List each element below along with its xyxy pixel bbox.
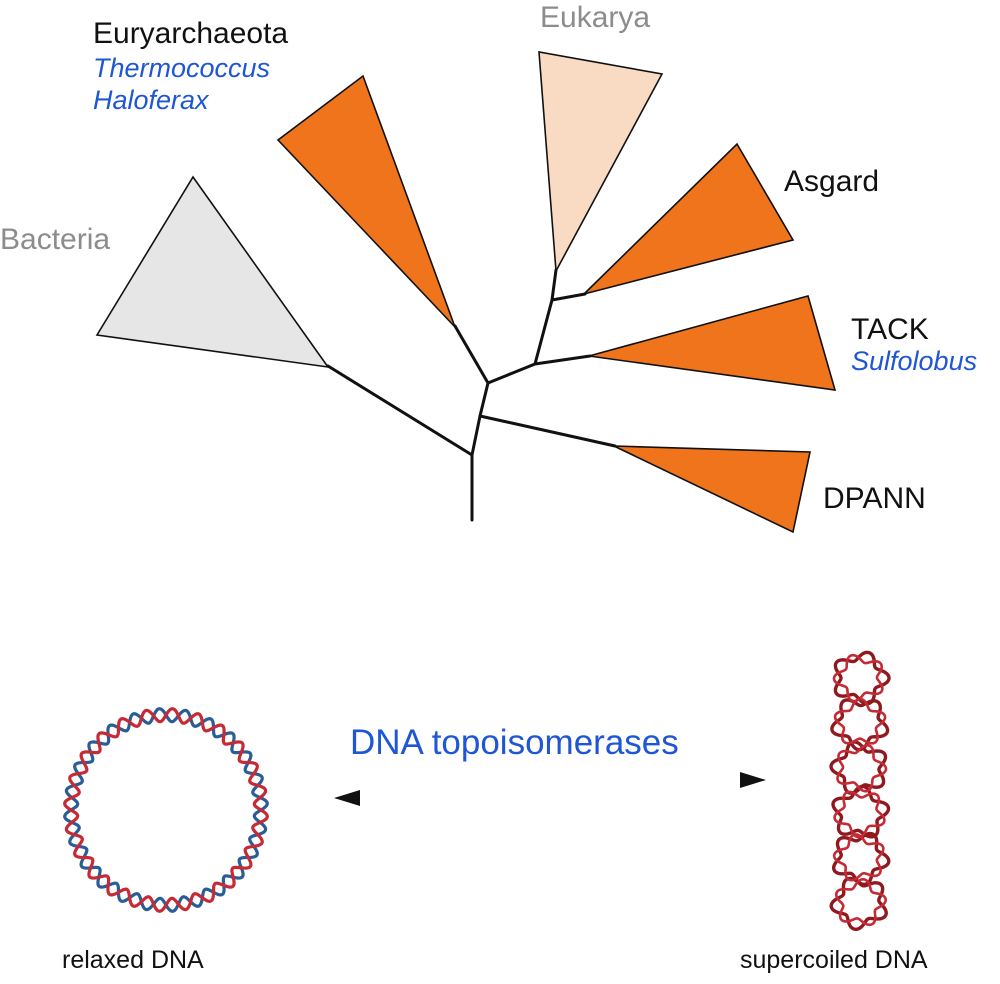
supercoil-light-strand (832, 653, 888, 927)
relaxed-dna-circle (63, 707, 269, 913)
asgard-clade-triangle (581, 142, 795, 296)
supercoil-loop (833, 650, 891, 706)
forward-arrow-head (740, 772, 766, 788)
relaxed-dna-strand-red (63, 707, 269, 913)
supercoil-loop (831, 831, 891, 887)
supercoil-loop (831, 784, 891, 839)
supercoiled-dna-plectoneme (829, 650, 891, 932)
tree-branches (326, 268, 617, 522)
supercoil-loop-inner (833, 697, 887, 745)
bacteria-label: Bacteria (0, 223, 110, 256)
euryarchaeota-branch (453, 324, 490, 385)
supercoil-loop-inner (836, 743, 888, 793)
tack-clade-triangle (588, 295, 837, 391)
asgard-branch (550, 292, 587, 302)
dpann-clade-triangle (613, 445, 811, 534)
relaxed-dna-strand-blue (63, 707, 269, 913)
bacteria-branch (326, 364, 474, 457)
clade-triangles (95, 51, 837, 534)
supercoiled-dna-label: supercoiled DNA (740, 946, 928, 974)
haloferax-label: Haloferax (93, 85, 210, 115)
thermococcus-label: Thermococcus (93, 53, 270, 83)
tack-branch (533, 354, 592, 366)
enzyme-label: DNA topoisomerases (350, 723, 679, 762)
bacteria-clade-triangle (95, 175, 330, 369)
eukarya-branch (550, 268, 558, 302)
supercoil-loop-inner (832, 833, 885, 882)
internal-branch-asgard-eukarya (533, 298, 554, 366)
supercoil-loop-inner (834, 877, 888, 927)
internal-branch-tack-asgard (486, 362, 537, 385)
sulfolobus-label: Sulfolobus (851, 346, 977, 376)
dpann-branch (478, 414, 617, 448)
euryarchaeota-clade-triangle (276, 74, 456, 328)
supercoil-loop (829, 876, 888, 932)
internal-branch-archaea (470, 381, 490, 457)
supercoil-loop-inner (833, 790, 886, 839)
reverse-arrow-head (334, 790, 360, 806)
tree-labels: Euryarchaeota Thermococcus Haloferax Euk… (0, 1, 977, 515)
asgard-label: Asgard (784, 165, 879, 198)
dpann-label: DPANN (823, 482, 926, 515)
eukarya-clade-triangle (538, 51, 664, 274)
euryarchaeota-label: Euryarchaeota (93, 17, 288, 50)
topoisomerase-reaction: DNA topoisomerases (322, 723, 768, 806)
eukarya-label: Eukarya (540, 1, 650, 34)
tack-label: TACK (851, 313, 929, 346)
relaxed-dna-label: relaxed DNA (62, 946, 204, 974)
